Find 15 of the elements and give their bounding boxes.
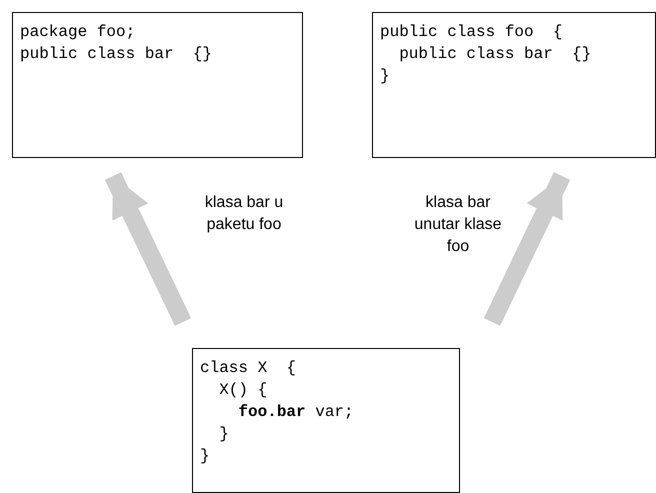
code-line: X() { [218, 380, 268, 401]
code-line: } [218, 424, 230, 445]
code-line: } [200, 446, 211, 467]
code-box [12, 12, 303, 158]
code-line: package foo; [20, 22, 136, 43]
code-box [372, 12, 656, 158]
thick-arrow [104, 172, 192, 326]
code-line: } [380, 66, 391, 87]
code-line: class X { [200, 358, 298, 379]
code-line: foo.bar var; [237, 402, 355, 423]
code-line: public class foo { [380, 22, 564, 43]
code-box [192, 348, 460, 493]
thick-arrow [484, 172, 570, 326]
code-line: public class bar {} [398, 44, 592, 65]
code-line: public class bar {} [20, 44, 214, 65]
